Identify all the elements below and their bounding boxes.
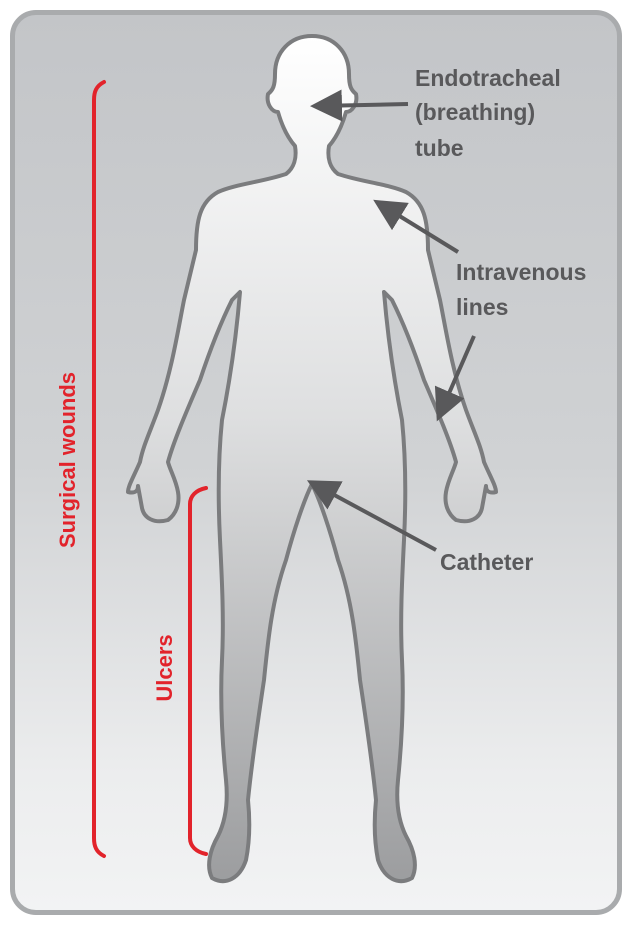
surgical-wounds-label: Surgical wounds	[55, 372, 80, 548]
ulcers-bracket	[190, 488, 206, 854]
intravenous-label: Intravenous lines	[456, 259, 593, 320]
human-body-outline-icon	[128, 36, 496, 881]
ulcers-label: Ulcers	[152, 634, 177, 701]
endotracheal-label: Endotracheal (breathing) tube	[415, 65, 567, 161]
catheter-label: Catheter	[440, 549, 533, 575]
surgical-wounds-bracket	[94, 82, 104, 856]
endotracheal-arrow-icon	[318, 104, 408, 106]
